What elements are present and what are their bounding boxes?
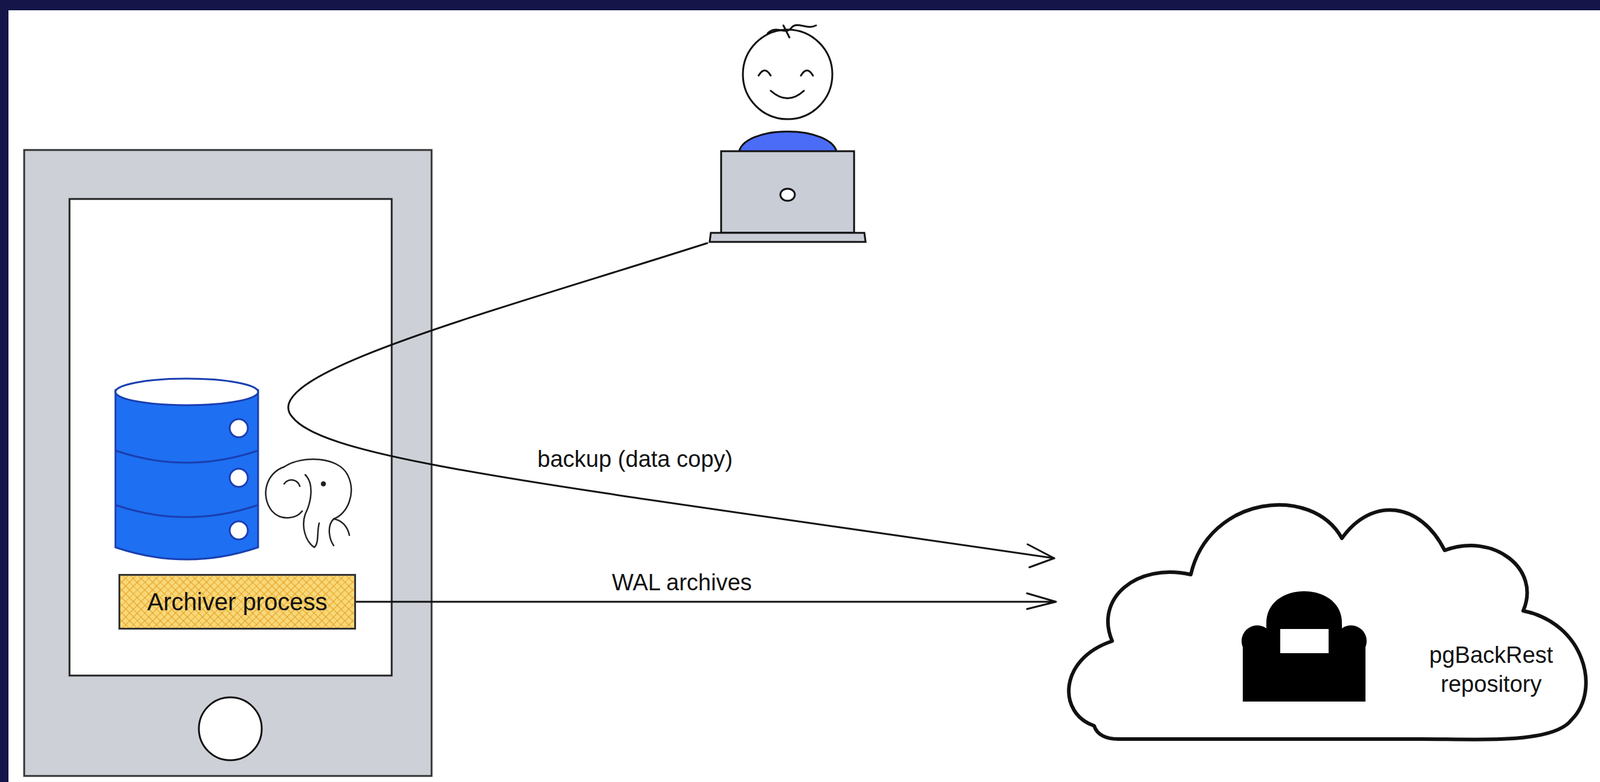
process-box: Archiver process [118, 573, 357, 630]
person-with-laptop [709, 24, 866, 242]
cloud-outline [1057, 459, 1597, 750]
cloud-repository: pgBackRest repository [1057, 459, 1597, 750]
tablet-device [24, 149, 432, 776]
frame-top [0, 0, 1600, 11]
armchair-icon [1241, 591, 1367, 702]
node-text: Archiver process [147, 588, 328, 616]
arrow-label: backup (data copy) [533, 446, 737, 473]
edge-label: WAL archives [608, 569, 756, 596]
database-cylinder [115, 378, 259, 560]
postgres-elephant [265, 458, 352, 548]
node-text: pgBackRest repository [1409, 640, 1573, 699]
backup-arrow [288, 242, 1055, 567]
frame-left [0, 0, 9, 782]
